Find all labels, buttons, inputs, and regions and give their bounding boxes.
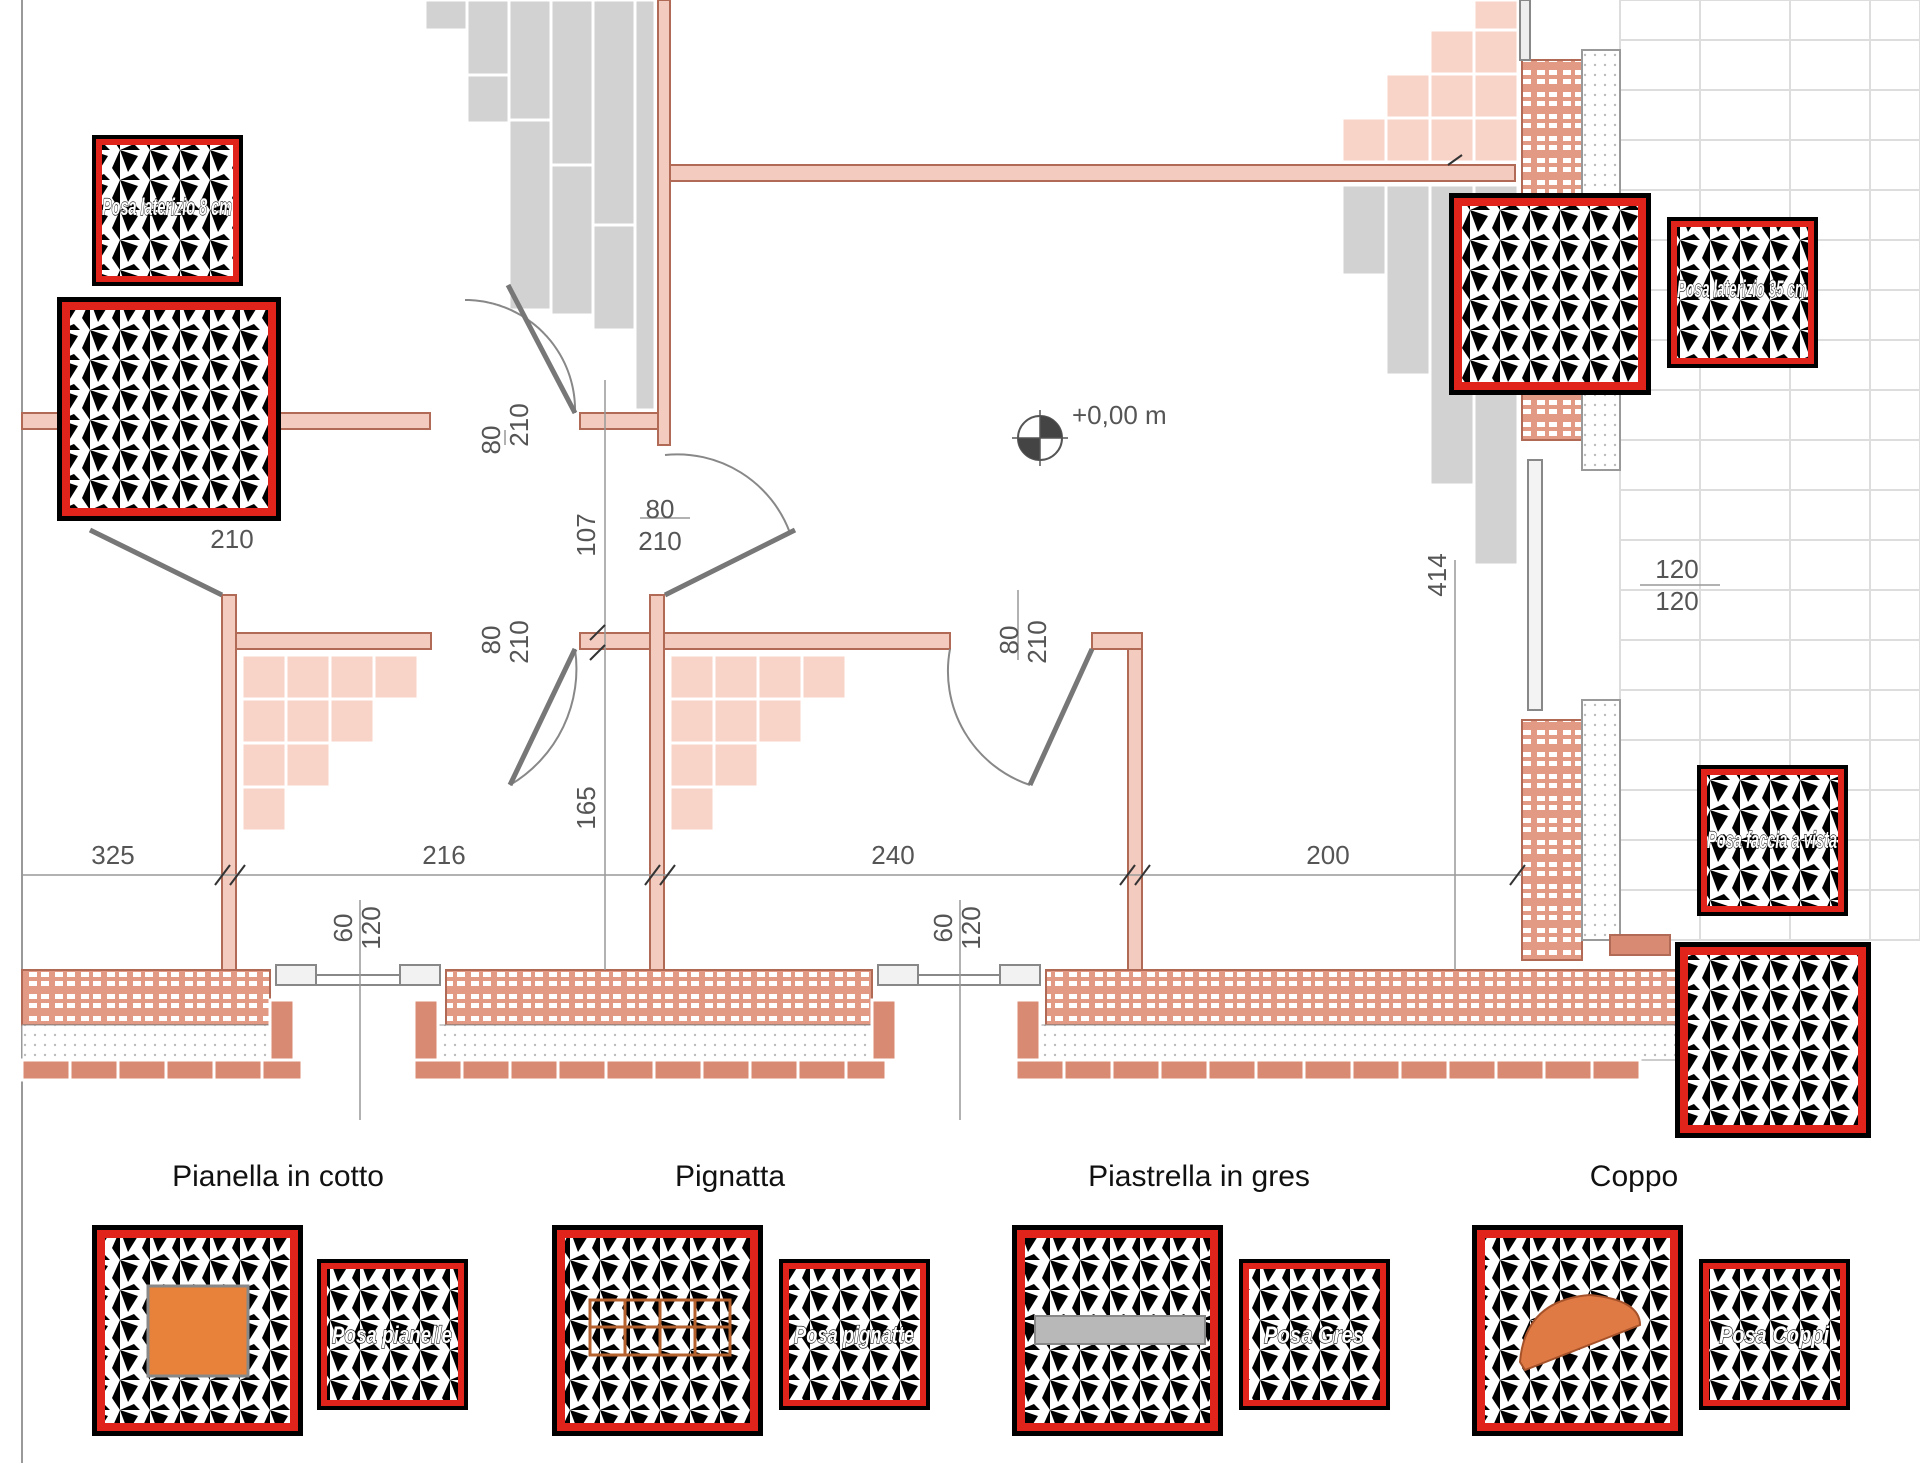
- badge-large-left[interactable]: [57, 297, 281, 521]
- legend-pianelle-small[interactable]: Posa pianelle: [317, 1259, 468, 1410]
- dim-216: 216: [422, 840, 465, 870]
- elevation-marker: [1012, 410, 1068, 466]
- badge-laterizio-8cm[interactable]: Posa laterizio 8 cm: [92, 135, 243, 286]
- pink-tiles-top-right: [1340, 0, 1520, 164]
- legend-pianelle-label: Posa pianelle: [332, 1322, 452, 1349]
- dim-80-b: 80: [646, 494, 675, 524]
- pink-tiles-room2: [668, 653, 848, 833]
- dimension-texts: 80 210 210 107 80 210 80 210 80 210 165 …: [91, 403, 1698, 949]
- dim-80-a: 80: [476, 426, 506, 455]
- badge-faccia-a-vista[interactable]: Posa faccia a vista: [1697, 765, 1848, 916]
- dim-200: 200: [1306, 840, 1349, 870]
- badge-large-bottom-right[interactable]: [1675, 942, 1871, 1138]
- badge-large-right[interactable]: [1449, 193, 1651, 395]
- elevation-label: +0,00 m: [1072, 400, 1167, 430]
- legend-gres-label: Posa Gres: [1264, 1322, 1364, 1349]
- dim-210-left: 210: [210, 524, 253, 554]
- dim-60-a: 60: [328, 914, 358, 943]
- legend-pianella-large[interactable]: [92, 1225, 303, 1436]
- dim-210-a: 210: [504, 403, 534, 446]
- dimension-ticks: [214, 154, 1526, 886]
- dim-120-top: 120: [1655, 554, 1698, 584]
- door-swings: [88, 283, 1095, 787]
- legend-pignatte-label: Posa pignatte: [794, 1322, 914, 1349]
- legend-coppi-small[interactable]: Posa Coppi: [1699, 1259, 1850, 1410]
- dim-240: 240: [871, 840, 914, 870]
- dim-210-c: 210: [504, 620, 534, 663]
- legend-piastrella-large[interactable]: [1012, 1225, 1223, 1436]
- badge-laterizio-35cm-label: Posa laterizio 35 cm: [1677, 276, 1807, 303]
- legend-caption-pianella: Pianella in cotto: [172, 1160, 384, 1193]
- pink-tiles-room1: [240, 653, 420, 833]
- dim-107: 107: [571, 513, 601, 556]
- badge-laterizio-8cm-label: Posa laterizio 8 cm: [102, 194, 232, 221]
- dim-210-b: 210: [638, 526, 681, 556]
- legend-coppi-label: Posa Coppi: [1719, 1322, 1830, 1349]
- dimension-lines: [22, 380, 1720, 1120]
- dim-120-bottom: 120: [1655, 586, 1698, 616]
- exterior-wall-bottom: [20, 964, 1687, 1082]
- badge-faccia-a-vista-label: Posa faccia a vista: [1707, 827, 1837, 854]
- dim-120-b: 120: [956, 906, 986, 949]
- legend-gres-small[interactable]: Posa Gres: [1239, 1259, 1390, 1410]
- legend-coppo-large[interactable]: [1472, 1225, 1683, 1436]
- dim-80-d: 80: [994, 626, 1024, 655]
- dim-120-a: 120: [356, 906, 386, 949]
- legend-pignatte-small[interactable]: Posa pignatte: [779, 1259, 930, 1410]
- dim-325: 325: [91, 840, 134, 870]
- legend-caption-piastrella: Piastrella in gres: [1088, 1160, 1310, 1193]
- legend-caption-pignatta: Pignatta: [675, 1160, 785, 1193]
- badge-laterizio-35cm[interactable]: Posa laterizio 35 cm: [1667, 217, 1818, 368]
- grey-tiles-top: [423, 0, 657, 412]
- dim-80-c: 80: [476, 626, 506, 655]
- dim-165: 165: [571, 786, 601, 829]
- legend-pignatta-large[interactable]: [552, 1225, 763, 1436]
- dim-414: 414: [1422, 553, 1452, 596]
- dim-210-d: 210: [1022, 620, 1052, 663]
- legend-caption-coppo: Coppo: [1590, 1160, 1678, 1193]
- dim-60-b: 60: [928, 914, 958, 943]
